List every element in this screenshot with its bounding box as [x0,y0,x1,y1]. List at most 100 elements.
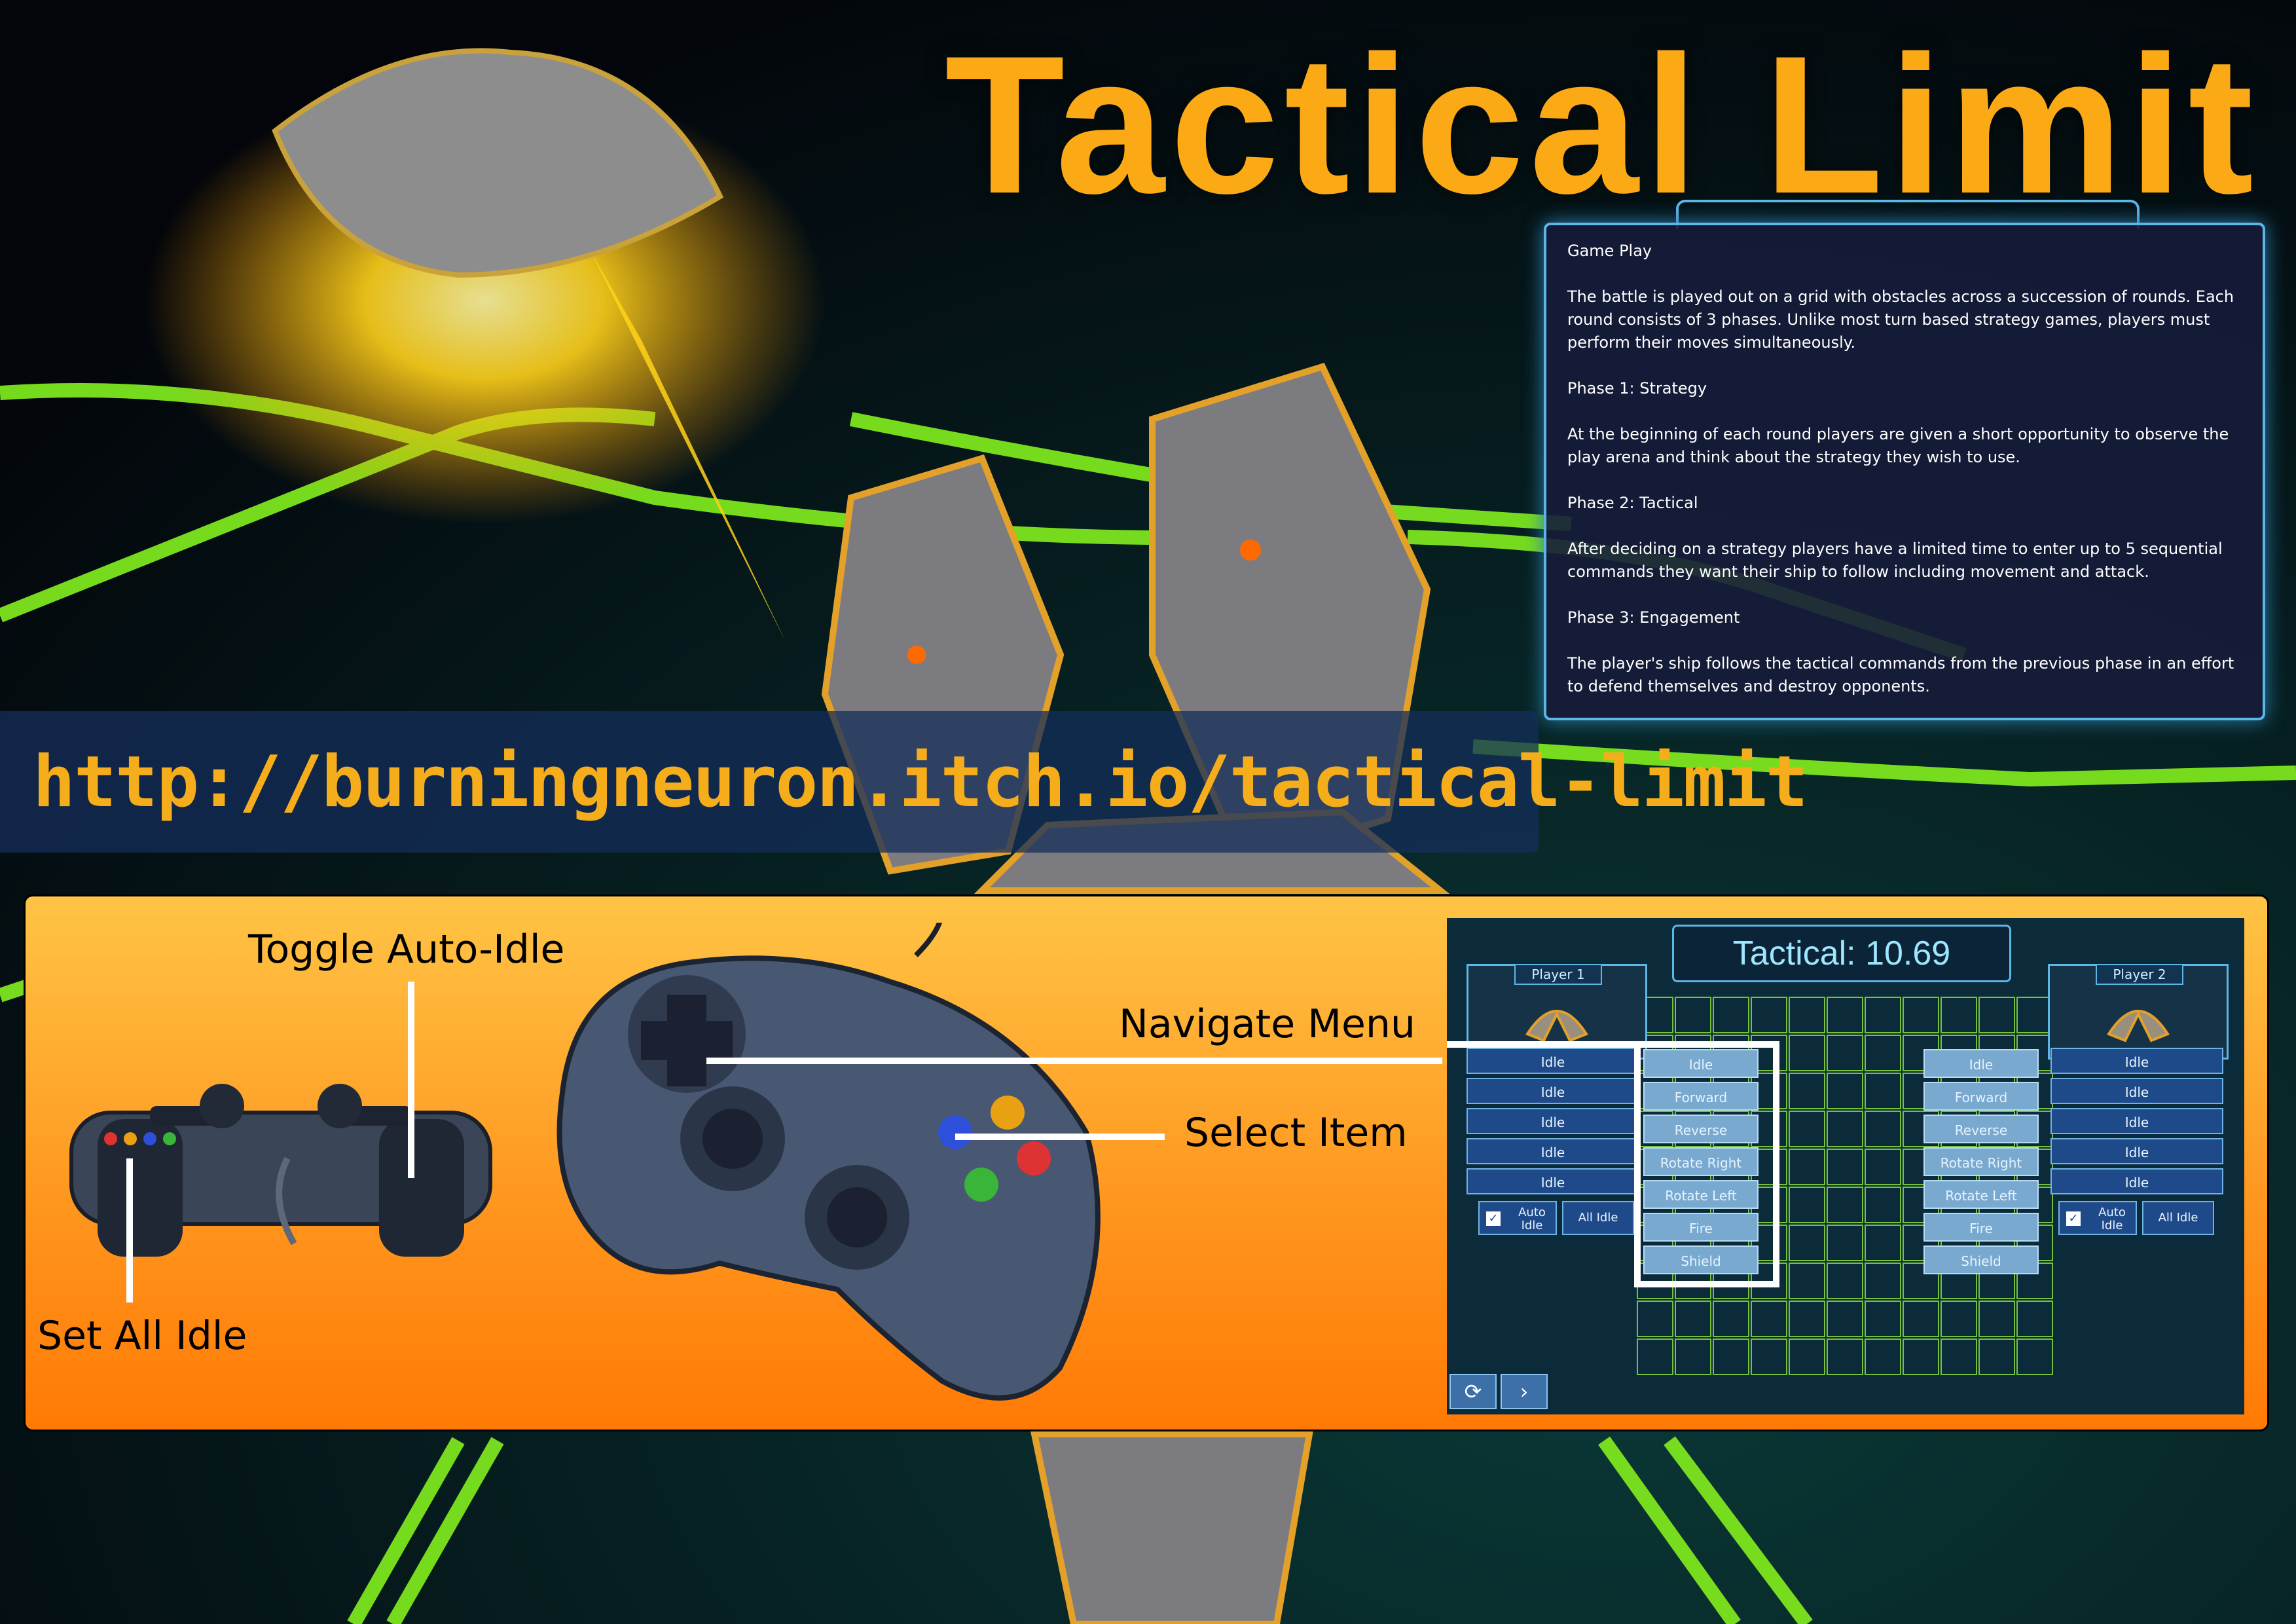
grid-cell[interactable] [1827,1111,1863,1147]
player1-all-idle-button[interactable]: All Idle [1562,1201,1634,1235]
grid-cell[interactable] [1789,1263,1825,1299]
grid-cell[interactable] [1827,1073,1863,1109]
menu-item-fire[interactable]: Fire [1643,1213,1758,1242]
grid-cell[interactable] [1789,1187,1825,1223]
grid-cell[interactable] [1978,997,2015,1033]
grid-cell[interactable] [1637,1338,1673,1375]
menu-item-rotate-right[interactable]: Rotate Right [1923,1147,2039,1176]
grid-cell[interactable] [1865,1149,1901,1185]
grid-cell[interactable] [1789,997,1825,1033]
grid-cell[interactable] [1675,1301,1711,1337]
grid-cell[interactable] [1865,997,1901,1033]
grid-cell[interactable] [1827,997,1863,1033]
grid-cell[interactable] [1675,997,1711,1033]
grid-cell[interactable] [1941,1338,1977,1375]
info-intro: The battle is played out on a grid with … [1567,287,2234,352]
grid-cell[interactable] [1751,1301,1787,1337]
grid-cell[interactable] [1941,1301,1977,1337]
phase3-title: Phase 3: Engagement [1567,608,1740,627]
grid-cell[interactable] [1789,1338,1825,1375]
player1-ship-icon [1525,1010,1588,1043]
grid-cell[interactable] [1789,1111,1825,1147]
grid-cell[interactable] [1865,1035,1901,1071]
player1-command-slot[interactable]: Idle [1467,1078,1639,1104]
grid-cell[interactable] [1865,1225,1901,1261]
grid-cell[interactable] [1978,1301,2015,1337]
grid-cell[interactable] [1903,1225,1939,1261]
chevron-right-icon[interactable]: › [1501,1374,1548,1409]
grid-cell[interactable] [1751,1225,1787,1261]
grid-cell[interactable] [1903,1263,1939,1299]
navigate-menu-pointer [706,1058,1442,1064]
grid-cell[interactable] [1789,1301,1825,1337]
refresh-icon[interactable]: ⟳ [1449,1374,1497,1409]
grid-cell[interactable] [1827,1263,1863,1299]
url-banner [0,711,1539,853]
menu-item-reverse[interactable]: Reverse [1643,1115,1758,1143]
phase1-text: At the beginning of each round players a… [1567,425,2229,466]
menu-item-forward[interactable]: Forward [1923,1082,2039,1111]
grid-cell[interactable] [1978,1338,2015,1375]
menu-item-shield[interactable]: Shield [1923,1246,2039,1274]
menu-item-idle[interactable]: Idle [1923,1049,2039,1078]
player2-auto-idle-toggle[interactable]: ✓ Auto Idle [2058,1201,2137,1235]
gamepad-rear-view [69,1084,492,1257]
grid-cell[interactable] [1713,1301,1749,1337]
grid-cell[interactable] [2016,1338,2053,1375]
grid-cell[interactable] [1789,1149,1825,1185]
grid-cell[interactable] [1827,1338,1863,1375]
menu-item-shield[interactable]: Shield [1643,1246,1758,1274]
grid-cell[interactable] [1865,1073,1901,1109]
menu-item-rotate-left[interactable]: Rotate Left [1643,1180,1758,1209]
grid-cell[interactable] [2016,1301,2053,1337]
grid-cell[interactable] [1865,1187,1901,1223]
grid-cell[interactable] [1827,1187,1863,1223]
player1-command-slot[interactable]: Idle [1467,1138,1639,1164]
menu-item-fire[interactable]: Fire [1923,1213,2039,1242]
grid-cell[interactable] [1903,1301,1939,1337]
grid-cell[interactable] [1865,1263,1901,1299]
phase3-text: The player's ship follows the tactical c… [1567,654,2234,695]
game-screenshot: Tactical: 10.69 Player 1 Idle Idle Idle … [1447,918,2244,1414]
grid-cell[interactable] [1903,1338,1939,1375]
grid-cell[interactable] [1751,1338,1787,1375]
player2-ship-icon [2107,1010,2170,1043]
grid-cell[interactable] [1789,1073,1825,1109]
player2-command-slot[interactable]: Idle [2050,1108,2223,1134]
grid-cell[interactable] [1789,1225,1825,1261]
menu-item-rotate-right[interactable]: Rotate Right [1643,1147,1758,1176]
grid-cell[interactable] [1827,1035,1863,1071]
player2-command-list: Idle Idle Idle Idle Idle [2050,1048,2223,1194]
menu-item-rotate-left[interactable]: Rotate Left [1923,1180,2039,1209]
game-play-info-panel: Game Play The battle is played out on a … [1544,223,2265,720]
player2-all-idle-button[interactable]: All Idle [2142,1201,2214,1235]
grid-cell[interactable] [1713,997,1749,1033]
toggle-auto-idle-pointer [408,982,414,1178]
player1-command-slot[interactable]: Idle [1467,1108,1639,1134]
grid-cell[interactable] [1827,1149,1863,1185]
menu-item-forward[interactable]: Forward [1643,1082,1758,1111]
player2-command-slot[interactable]: Idle [2050,1048,2223,1074]
player2-command-slot[interactable]: Idle [2050,1168,2223,1194]
menu-item-idle[interactable]: Idle [1643,1049,1758,1078]
player2-command-slot[interactable]: Idle [2050,1138,2223,1164]
grid-cell[interactable] [1865,1338,1901,1375]
grid-cell[interactable] [1637,1301,1673,1337]
grid-cell[interactable] [1865,1111,1901,1147]
game-url-link[interactable]: http://burningneuron.itch.io/tactical-li… [33,741,1808,823]
player1-command-slot[interactable]: Idle [1467,1048,1639,1074]
player1-auto-idle-toggle[interactable]: ✓ Auto Idle [1478,1201,1557,1235]
grid-cell[interactable] [1789,1035,1825,1071]
grid-cell[interactable] [1865,1301,1901,1337]
grid-cell[interactable] [1827,1225,1863,1261]
grid-cell[interactable] [1941,997,1977,1033]
grid-cell[interactable] [1827,1301,1863,1337]
grid-cell[interactable] [1713,1338,1749,1375]
grid-cell[interactable] [1675,1338,1711,1375]
grid-cell[interactable] [1903,997,1939,1033]
phase1-title: Phase 1: Strategy [1567,379,1707,397]
player1-command-slot[interactable]: Idle [1467,1168,1639,1194]
grid-cell[interactable] [1751,997,1787,1033]
menu-item-reverse[interactable]: Reverse [1923,1115,2039,1143]
player2-command-slot[interactable]: Idle [2050,1078,2223,1104]
